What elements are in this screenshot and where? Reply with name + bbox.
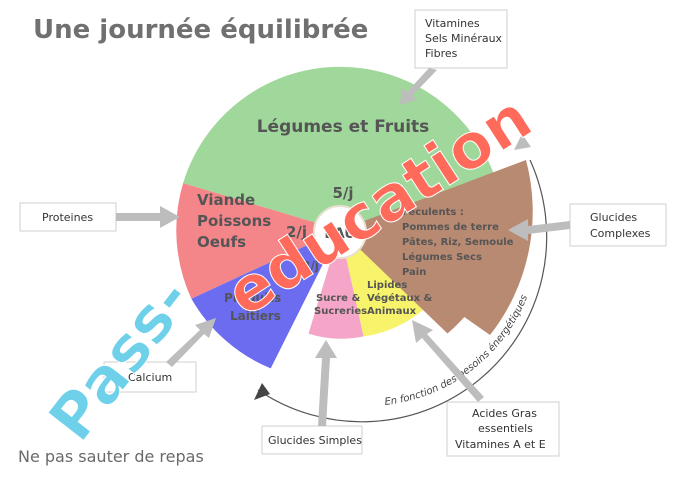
center-eau-label: EAU — [324, 226, 355, 242]
callout-calcium-label: Calcium — [128, 371, 172, 384]
segment-laitiers — [191, 230, 340, 369]
segment-sucre — [308, 230, 364, 339]
laitiers-freq: 3/j — [302, 259, 319, 273]
viande-label-line1: Viande — [197, 191, 255, 209]
callout-glucides-complexes-line2: Complexes — [590, 227, 651, 240]
feculents-label-line3: Pâtes, Riz, Semoule — [402, 236, 514, 248]
ring-arrowhead-top — [514, 134, 531, 150]
callout-vitamines-line3: Fibres — [425, 47, 458, 60]
callout-proteines-box — [19, 202, 117, 232]
sucre-label-line2: Sucreries — [314, 306, 367, 317]
segment-feculents-extension — [340, 160, 533, 335]
watermark-part1: Pass- — [34, 263, 206, 454]
center-eau — [313, 205, 367, 259]
callout-vitamines-line1: Vitamines — [425, 17, 480, 30]
arrow-calcium — [166, 318, 216, 367]
footer-text: Ne pas sauter de repas — [18, 447, 204, 466]
lipides-label-line2: Végétaux & — [367, 292, 432, 304]
legumes-label: Légumes et Fruits — [257, 117, 430, 137]
viande-label-line3: Oeufs — [197, 233, 246, 251]
laitiers-label-line1: Produits — [224, 291, 281, 305]
arrow-vitamines — [400, 68, 437, 105]
page-title: Une journée équilibrée — [33, 15, 368, 45]
feculents-label-line5: Pain — [402, 267, 426, 278]
lipides-label-line3: Animaux — [367, 306, 417, 317]
arrow-acides — [412, 320, 484, 402]
legumes-freq: 5/j — [332, 184, 353, 202]
feculents-label-line1: Féculents : — [402, 206, 464, 218]
callout-acides-line3: Vitamines A et E — [455, 438, 546, 451]
callout-glucides-simples-label: Glucides Simples — [268, 434, 362, 447]
feculents-label-line2: Pommes de terre — [402, 222, 499, 233]
arrow-glucides-simples — [315, 340, 337, 426]
segment-lipides — [340, 230, 437, 337]
ring-arrowhead-bottom — [254, 383, 270, 400]
callout-vitamines-box — [414, 9, 508, 69]
callout-glucides-complexes-box — [569, 203, 667, 247]
viande-label-line2: Poissons — [197, 212, 271, 230]
feculents-label-line4: Légumes Secs — [402, 251, 482, 263]
viande-freq: 2/j — [286, 223, 307, 241]
segment-viande — [176, 183, 340, 299]
callout-glucides-simples-box — [261, 425, 363, 455]
arrow-proteines — [116, 206, 180, 228]
callout-acides-box — [446, 401, 560, 457]
arrow-glucides-complexes — [508, 219, 570, 241]
callout-acides-line1: Acides Gras — [472, 407, 537, 420]
callout-acides-line2: essentiels — [478, 422, 533, 435]
callout-calcium-box — [103, 361, 197, 393]
callout-proteines-label: Proteines — [42, 211, 93, 224]
sucre-label-line1: Sucre & — [316, 293, 360, 304]
segment-legumes-fruits — [183, 66, 504, 230]
callout-vitamines-line2: Sels Minéraux — [425, 32, 503, 45]
callout-glucides-complexes-line1: Glucides — [590, 211, 637, 224]
lipides-label-line1: Lipides — [367, 280, 407, 291]
laitiers-label-line2: Laitiers — [230, 309, 281, 323]
